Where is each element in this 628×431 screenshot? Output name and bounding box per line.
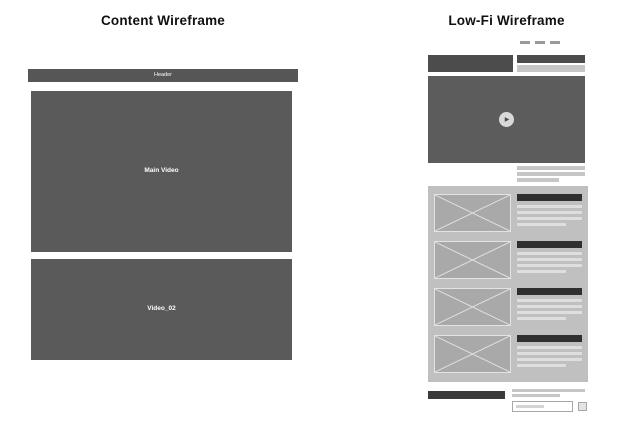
item-title-bar — [517, 194, 582, 201]
item-text-block — [517, 194, 582, 232]
list-item — [434, 194, 582, 232]
lofi-list-placeholder — [428, 186, 588, 382]
text-line — [517, 311, 582, 314]
list-item — [434, 335, 582, 373]
dash-icon — [535, 41, 545, 44]
text-lines-placeholder — [517, 166, 585, 184]
text-line — [517, 346, 582, 349]
lofi-wireframe-title: Low-Fi Wireframe — [448, 13, 565, 28]
text-line — [517, 205, 582, 208]
video-02-label: Video_02 — [147, 305, 176, 313]
main-video-placeholder: Main Video — [31, 91, 292, 252]
input-text-line — [516, 405, 544, 408]
text-line — [517, 258, 582, 261]
header-bar-placeholder: Header — [28, 69, 298, 82]
top-right-subbar-placeholder — [517, 65, 585, 72]
text-line — [517, 264, 582, 267]
text-line — [517, 299, 582, 302]
image-placeholder-icon — [434, 288, 511, 326]
text-line — [512, 389, 585, 392]
text-line — [517, 364, 566, 367]
footer-input-placeholder — [512, 401, 573, 412]
text-line — [517, 252, 582, 255]
header-bar-label: Header — [153, 71, 173, 78]
top-left-block-placeholder — [428, 55, 513, 72]
text-line — [517, 305, 582, 308]
item-title-bar — [517, 288, 582, 295]
list-item — [434, 288, 582, 326]
video-02-placeholder: Video_02 — [31, 259, 292, 360]
image-placeholder-icon — [434, 194, 511, 232]
text-line — [517, 223, 566, 226]
dash-icon — [520, 41, 530, 44]
image-placeholder-icon — [434, 335, 511, 373]
footer-button-placeholder — [578, 402, 587, 411]
item-title-bar — [517, 335, 582, 342]
text-line — [517, 166, 585, 170]
nav-dashes-placeholder — [520, 41, 560, 44]
content-wireframe-title: Content Wireframe — [100, 13, 226, 28]
list-item — [434, 241, 582, 279]
text-line — [517, 358, 582, 361]
text-line — [517, 172, 585, 176]
text-line — [512, 394, 560, 397]
footer-bar-placeholder — [428, 391, 505, 399]
text-line — [517, 211, 582, 214]
play-icon: ▶ — [499, 112, 514, 127]
video-player-placeholder: ▶ — [428, 76, 585, 163]
item-text-block — [517, 241, 582, 279]
text-line — [517, 317, 566, 320]
top-right-bar-placeholder — [517, 55, 585, 63]
item-text-block — [517, 288, 582, 326]
item-title-bar — [517, 241, 582, 248]
dash-icon — [550, 41, 560, 44]
image-placeholder-icon — [434, 241, 511, 279]
text-line — [517, 270, 566, 273]
text-line — [517, 352, 582, 355]
footer-text-lines-placeholder — [512, 389, 585, 399]
text-line — [517, 217, 582, 220]
text-line — [517, 178, 559, 182]
main-video-label: Main Video — [144, 167, 179, 175]
item-text-block — [517, 335, 582, 373]
